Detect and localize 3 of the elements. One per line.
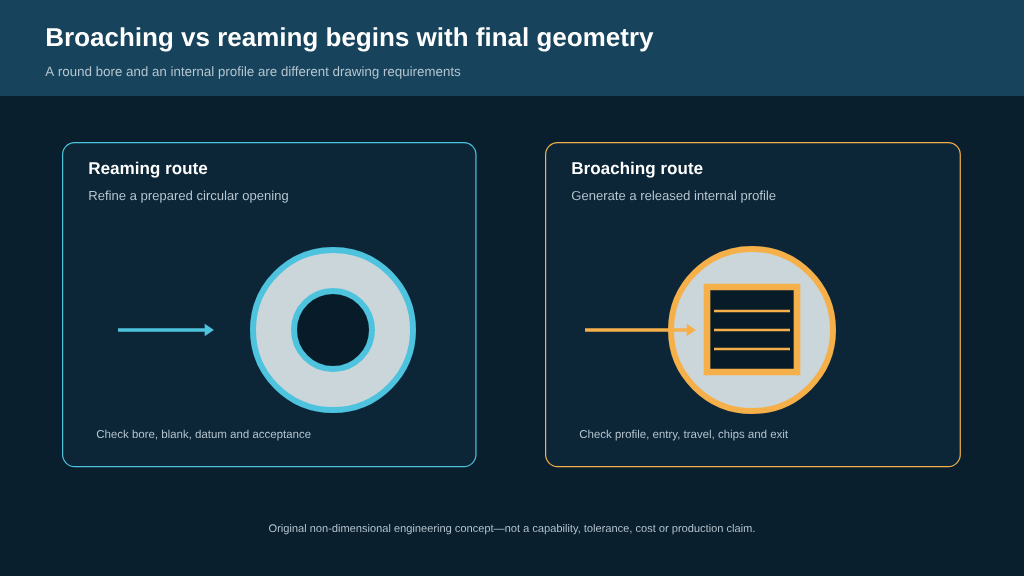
- subtitle: A round bore and an internal profile are different drawing requirements: [45, 66, 461, 79]
- title: Broaching vs reaming begins with final geometry: [47, 27, 654, 52]
- footnote: Original non-dimensional engineering concept—not a capability, tolerance, cost or production claim.: [269, 524, 755, 535]
